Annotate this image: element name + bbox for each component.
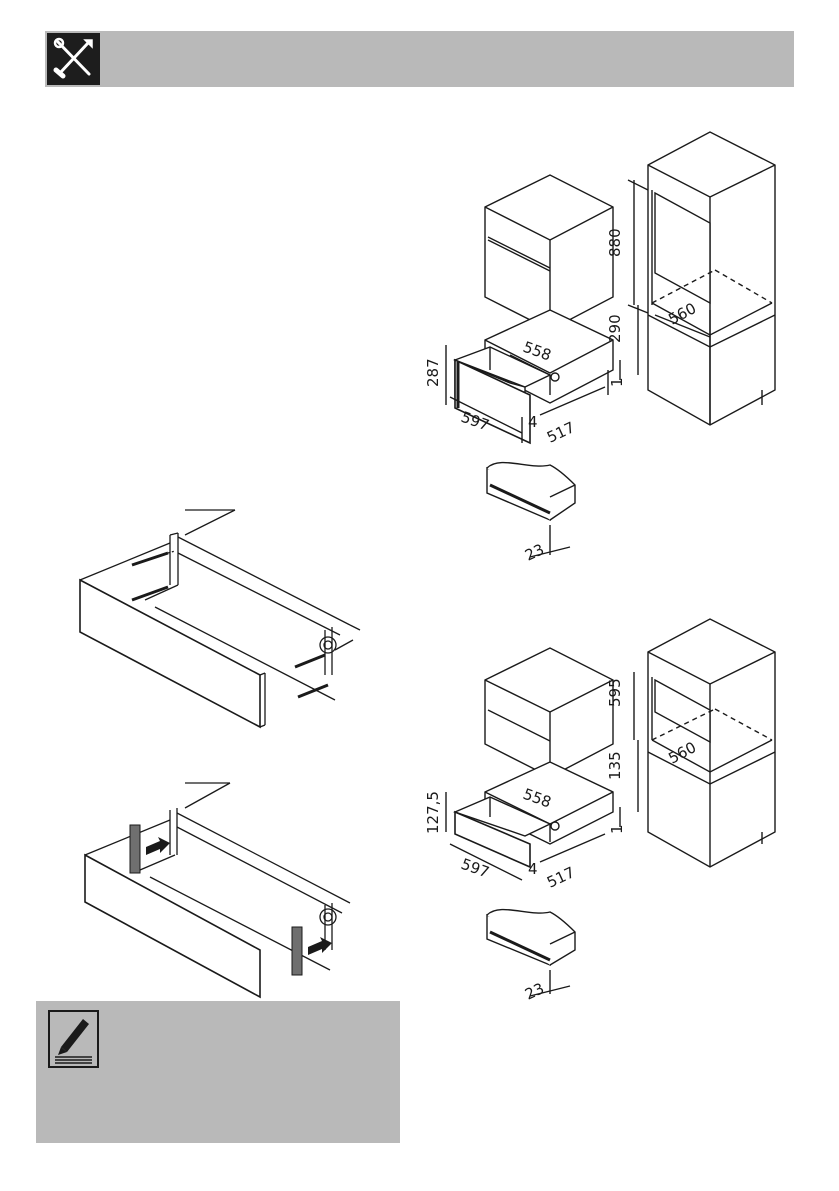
label-gap-height: 290 xyxy=(606,314,624,343)
label-front-height: 287 xyxy=(424,358,442,387)
label-front-thick: 4 xyxy=(528,413,538,431)
label-front-height: 127,5 xyxy=(424,791,442,834)
label-depth: 517 xyxy=(544,863,578,891)
drawer-dimension-diagram-top: 880 560 290 558 287 597 4 517 1 23 xyxy=(424,125,800,565)
drawer-screw-fixing-diagram xyxy=(70,505,390,735)
label-gap: 1 xyxy=(608,377,626,387)
label-gap-height: 135 xyxy=(606,751,624,780)
tools-icon xyxy=(47,33,100,85)
label-depth: 517 xyxy=(544,418,578,446)
label-niche-height: 595 xyxy=(606,678,624,707)
label-niche-height: 880 xyxy=(606,228,624,257)
label-handle-depth: 23 xyxy=(522,540,547,564)
label-gap: 1 xyxy=(608,824,626,834)
label-front-width: 597 xyxy=(459,855,492,882)
drawer-dimension-diagram-bottom: 595 560 135 558 127,5 597 4 517 1 23 xyxy=(424,612,800,1004)
header-bar xyxy=(45,31,794,87)
label-handle-depth: 23 xyxy=(522,979,547,1003)
drawer-spacer-fitting-diagram xyxy=(80,775,390,1005)
pencil-note-icon xyxy=(47,1009,100,1069)
note-box xyxy=(36,1001,400,1143)
label-front-thick: 4 xyxy=(528,860,538,878)
